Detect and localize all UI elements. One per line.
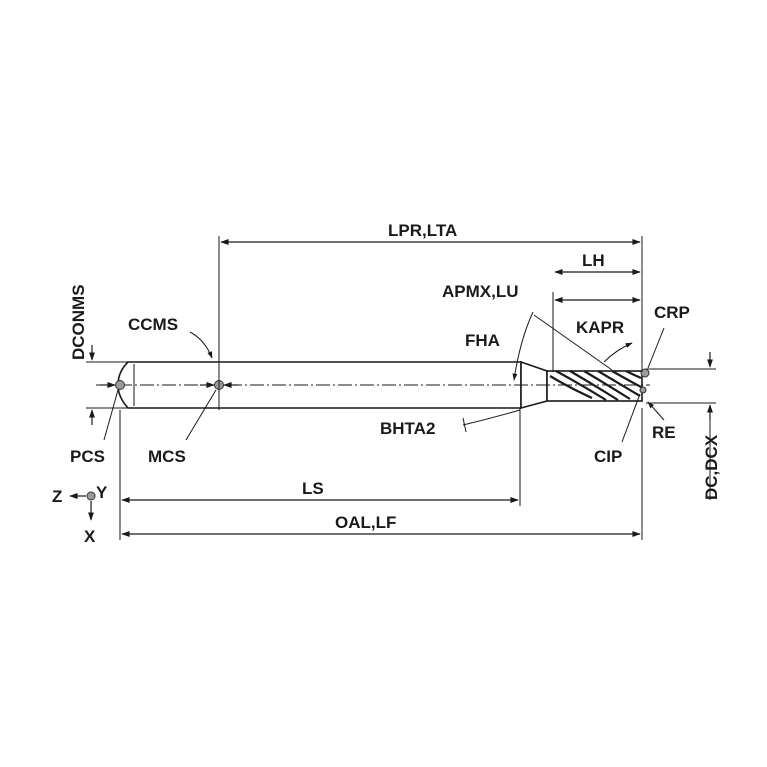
label-fha: FHA <box>465 331 500 350</box>
label-kapr: KAPR <box>576 318 624 337</box>
axis-origin-icon <box>86 491 96 501</box>
label-axis-z: Z <box>52 487 62 506</box>
pcs-point <box>115 380 125 390</box>
label-crp: CRP <box>654 303 690 322</box>
label-dconms: DCONMS <box>69 284 88 360</box>
label-cip: CIP <box>594 447 622 466</box>
cip-point <box>639 386 647 394</box>
label-ls: LS <box>302 479 324 498</box>
label-dc-dcx: DC,DCX <box>702 434 721 500</box>
label-lpr-lta: LPR,LTA <box>388 221 457 240</box>
label-pcs: PCS <box>70 447 105 466</box>
label-re: RE <box>652 423 676 442</box>
label-axis-x: X <box>84 527 96 546</box>
crp-point <box>640 368 650 378</box>
label-bhta2: BHTA2 <box>380 419 435 438</box>
label-axis-y: Y <box>96 483 108 502</box>
coordinate-axes <box>69 491 96 521</box>
leaders <box>103 311 665 443</box>
dimension-lines <box>89 239 713 537</box>
tool-body <box>96 360 650 410</box>
label-oal-lf: OAL,LF <box>335 513 396 532</box>
label-lh: LH <box>582 251 605 270</box>
label-apmx-lu: APMX,LU <box>442 282 519 301</box>
label-ccms: CCMS <box>128 315 178 334</box>
label-mcs: MCS <box>148 447 186 466</box>
extension-lines <box>86 236 716 540</box>
